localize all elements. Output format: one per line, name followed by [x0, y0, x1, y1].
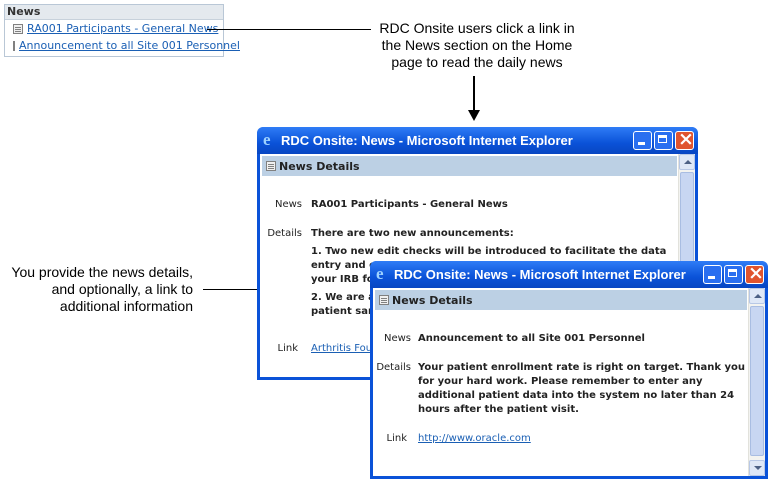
scroll-thumb[interactable]	[750, 306, 764, 456]
callout-news-details: You provide the news details, and option…	[5, 264, 193, 315]
link-label: Link	[277, 343, 298, 354]
news-details-header: News Details	[375, 290, 747, 310]
scroll-up-button[interactable]	[749, 288, 765, 304]
news-item[interactable]: Announcement to all Site 001 Personnel	[5, 37, 240, 54]
window-titlebar[interactable]: RDC Onsite: News - Microsoft Internet Ex…	[257, 127, 698, 154]
section-title: News Details	[279, 159, 360, 173]
close-button[interactable]	[745, 262, 764, 284]
callout-line: RDC Onsite users click a link in	[379, 20, 575, 36]
details-line: 1. Two new edit checks will be introduce…	[311, 246, 667, 257]
scroll-down-button[interactable]	[749, 460, 765, 476]
callout-connector-line	[203, 289, 283, 290]
details-line: patient san	[311, 306, 376, 317]
close-button[interactable]	[675, 128, 694, 150]
minimize-button[interactable]	[633, 131, 652, 150]
callout-line: page to read the daily news	[391, 54, 563, 70]
details-line: hours after the patient visit.	[418, 404, 579, 415]
scroll-up-button[interactable]	[679, 154, 695, 170]
arrow-shaft	[473, 76, 475, 110]
callout-line: additional information	[59, 298, 193, 314]
internet-explorer-icon	[261, 130, 276, 150]
vertical-scrollbar[interactable]	[748, 288, 765, 476]
news-item[interactable]: RA001 Participants - General News	[5, 20, 223, 37]
maximize-button[interactable]	[724, 265, 743, 284]
details-line: 2. We are a	[311, 292, 375, 303]
details-line: additional patient data into the system …	[418, 390, 735, 401]
details-line: for your hard work. Please remember to e…	[418, 376, 703, 387]
internet-explorer-icon	[374, 264, 389, 284]
details-line: There are two new announcements:	[311, 228, 514, 239]
news-link-announcement[interactable]: Announcement to all Site 001 Personnel	[19, 39, 240, 52]
document-icon	[13, 23, 23, 34]
callout-connector-line	[207, 29, 371, 30]
window-titlebar[interactable]: RDC Onsite: News - Microsoft Internet Ex…	[370, 261, 768, 288]
window-content: News Details News Announcement to all Si…	[373, 288, 765, 476]
details-label: Details	[267, 228, 302, 239]
section-title: News Details	[392, 293, 473, 307]
window-title: RDC Onsite: News - Microsoft Internet Ex…	[281, 133, 573, 148]
callout-line: the News section on the Home	[381, 37, 573, 53]
arrow-down-icon	[468, 110, 480, 121]
minimize-button[interactable]	[703, 265, 722, 284]
callout-line: You provide the news details,	[11, 264, 193, 280]
news-details-header: News Details	[262, 156, 677, 176]
ie-window-front: RDC Onsite: News - Microsoft Internet Ex…	[370, 261, 768, 479]
news-value: RA001 Participants - General News	[311, 199, 508, 210]
news-panel-title: News	[5, 5, 223, 20]
callout-line: and optionally, a link to	[51, 281, 193, 297]
window-title: RDC Onsite: News - Microsoft Internet Ex…	[394, 267, 686, 282]
details-label: Details	[376, 362, 411, 373]
news-link-general[interactable]: RA001 Participants - General News	[27, 22, 219, 35]
news-label: News	[274, 199, 302, 210]
link-label: Link	[386, 433, 407, 444]
document-icon	[13, 40, 15, 51]
details-line: Your patient enrollment rate is right on…	[418, 362, 746, 373]
callout-home-news: RDC Onsite users click a link in the New…	[372, 20, 582, 71]
link-value[interactable]: http://www.oracle.com	[418, 433, 531, 444]
maximize-button[interactable]	[654, 131, 673, 150]
news-value: Announcement to all Site 001 Personnel	[418, 333, 645, 344]
link-value[interactable]: Arthritis Fou	[311, 343, 373, 354]
document-icon	[379, 295, 389, 305]
news-panel: News RA001 Participants - General News A…	[4, 4, 240, 57]
news-label: News	[383, 333, 411, 344]
details-line: your IRB fo	[311, 274, 374, 285]
document-icon	[266, 161, 276, 171]
details-line: entry and c	[311, 260, 376, 271]
